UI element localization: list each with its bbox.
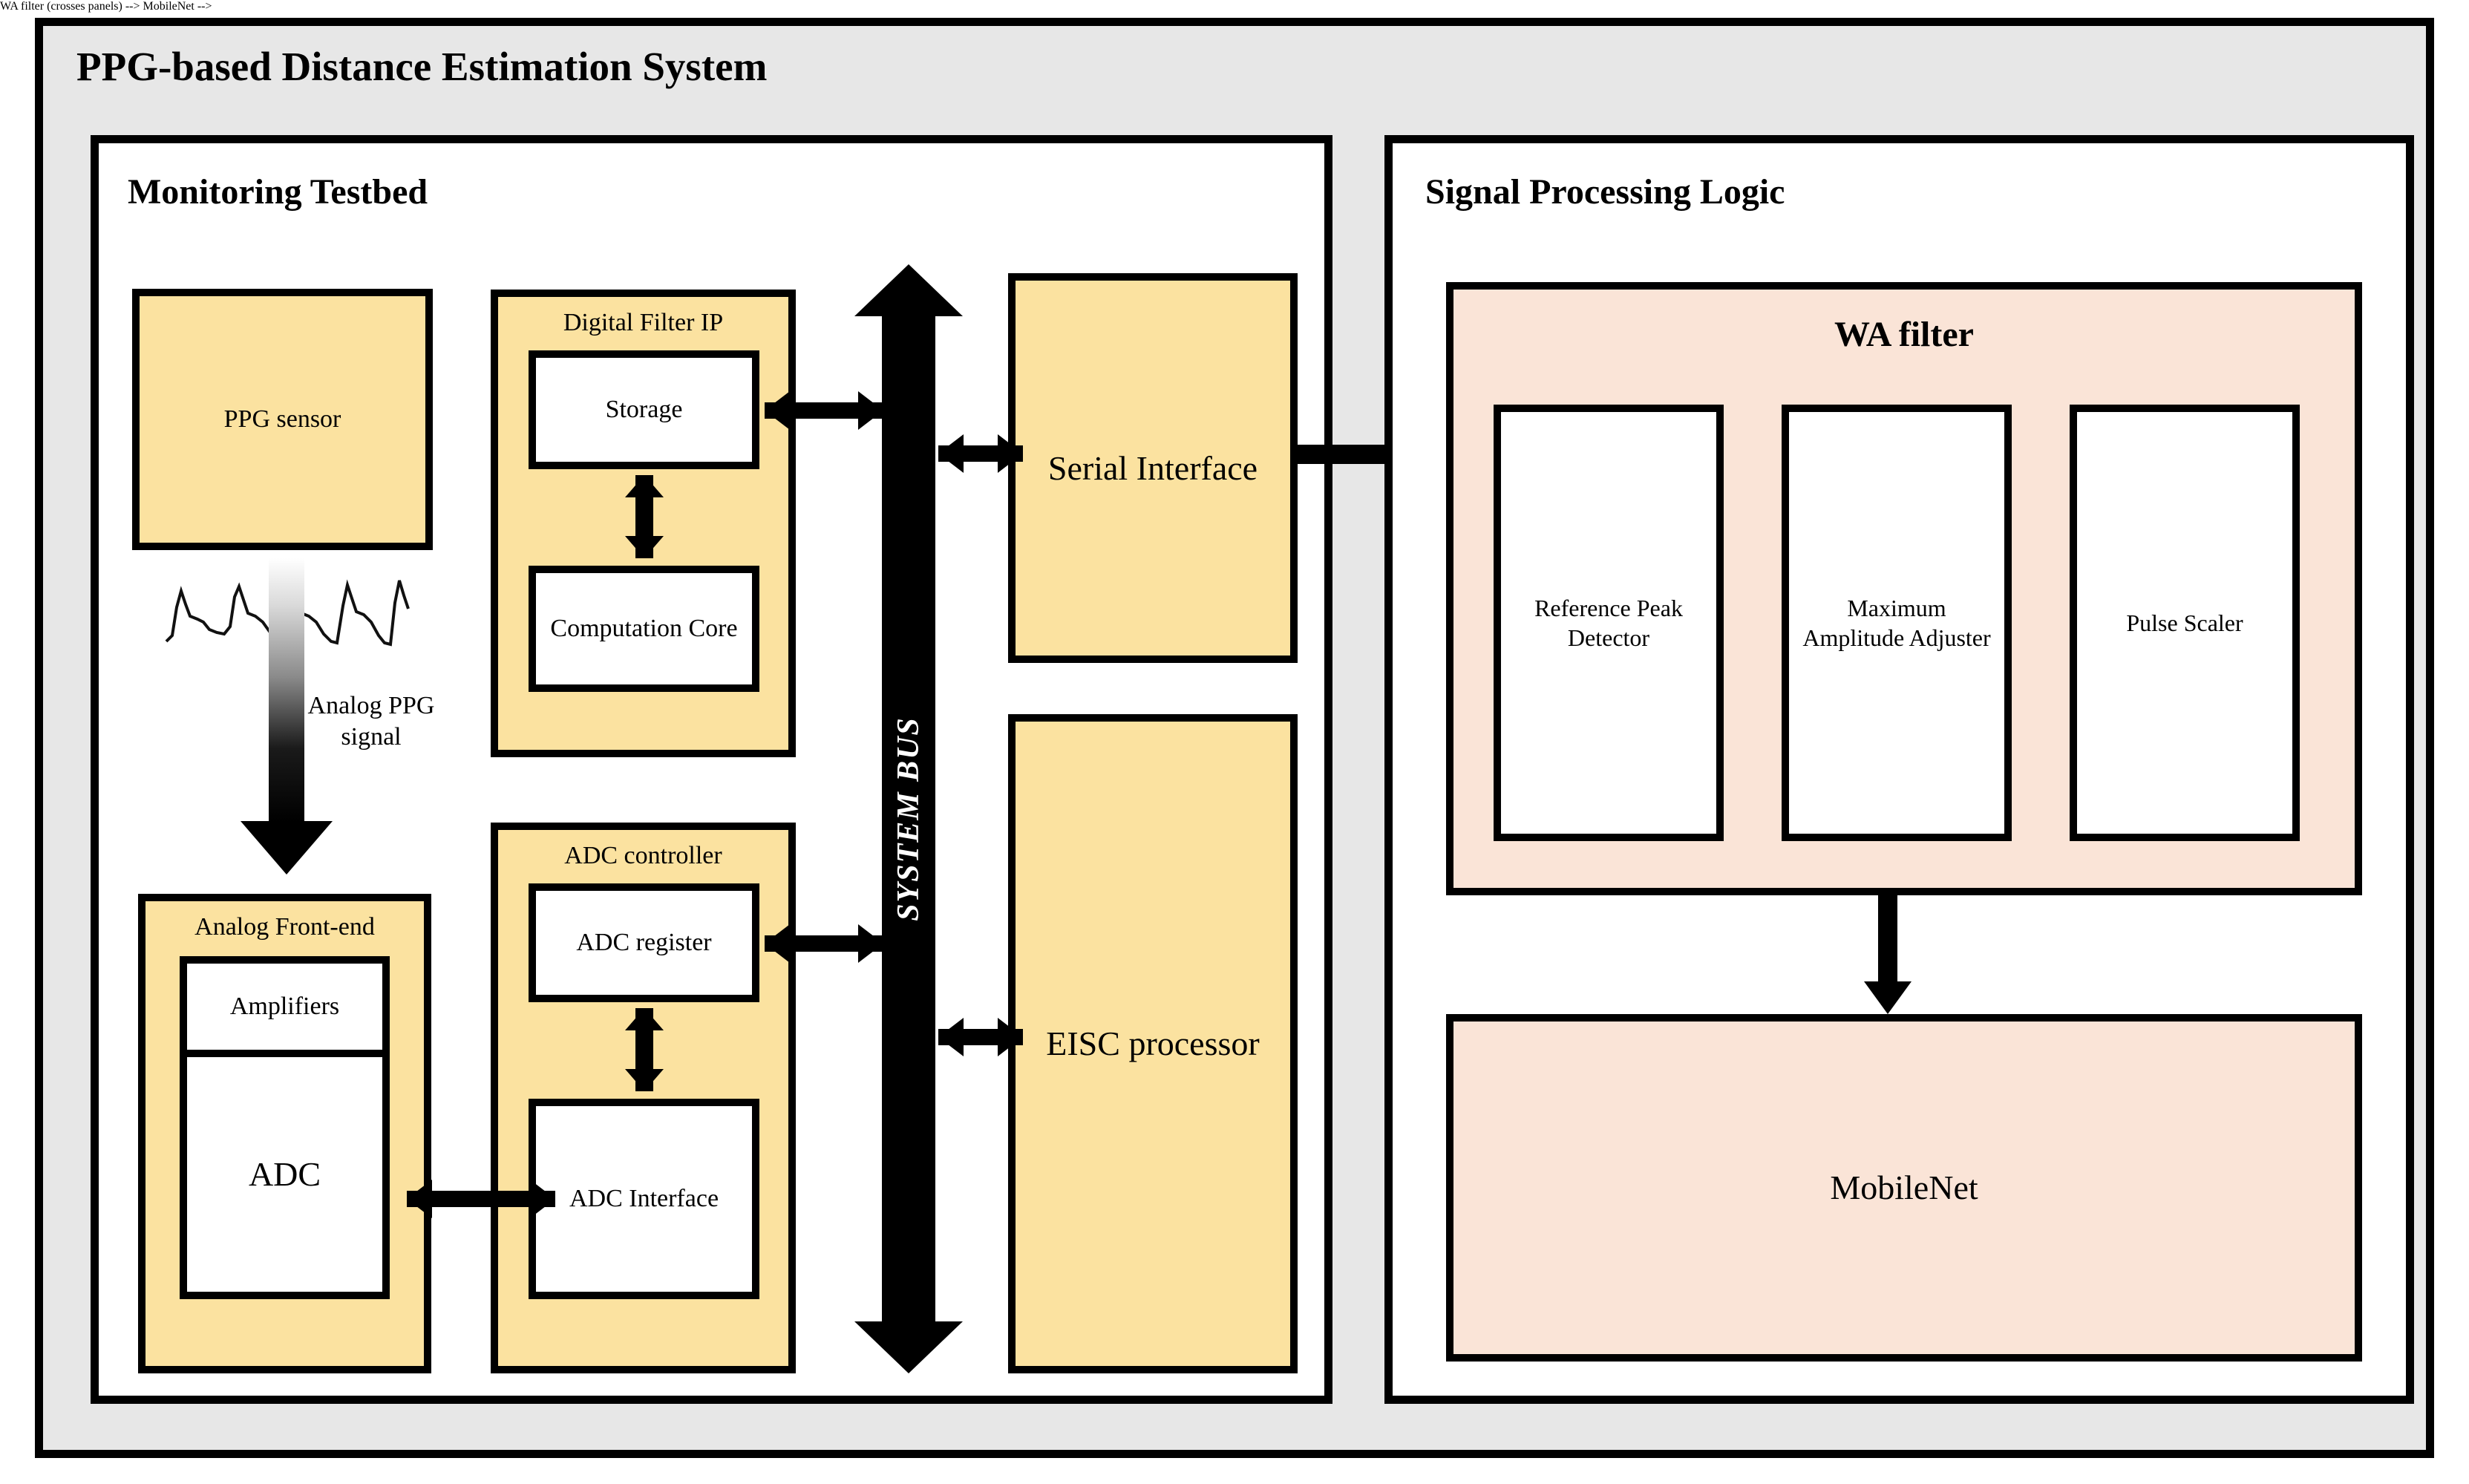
adc-block: ADC xyxy=(180,1050,390,1299)
amplifiers-label: Amplifiers xyxy=(229,993,340,1020)
adc-interface-label: ADC Interface xyxy=(569,1185,719,1212)
wafilter-to-mobilenet-arrow xyxy=(1862,895,1914,1014)
mobilenet-block: MobileNet xyxy=(1446,1014,2362,1362)
system-bus: SYSTEM BUS xyxy=(854,264,963,1373)
storage-computation-arrow xyxy=(622,475,667,558)
system-bus-label: SYSTEM BUS xyxy=(892,716,926,921)
adc-controller-label: ADC controller xyxy=(564,842,722,869)
adc-interface-block: ADC Interface xyxy=(529,1099,759,1299)
amplifiers-block: Amplifiers xyxy=(180,956,390,1057)
mobilenet-label: MobileNet xyxy=(1830,1168,1978,1206)
analog-signal-arrow xyxy=(239,558,334,875)
serial-interface-label: Serial Interface xyxy=(1047,448,1258,487)
eisc-processor-label: EISC processor xyxy=(1046,1024,1260,1062)
analog-ppg-signal-label: Analog PPG signal xyxy=(307,692,435,751)
storage-label: Storage xyxy=(605,396,683,423)
adc-label: ADC xyxy=(248,1155,321,1193)
computation-core-block: Computation Core xyxy=(529,566,759,692)
ppg-sensor-block: PPG sensor xyxy=(132,289,433,550)
eisc-processor-block: EISC processor xyxy=(1008,714,1298,1373)
pulse-scaler-block: Pulse Scaler xyxy=(2070,405,2300,841)
maximum-amplitude-adjuster-block: Maximum Amplitude Adjuster xyxy=(1782,405,2012,841)
monitoring-testbed-title: Monitoring Testbed xyxy=(128,172,428,212)
bus-serial-arrow xyxy=(938,434,1023,474)
adc-register-interface-arrow xyxy=(622,1008,667,1091)
adc-register-block: ADC register xyxy=(529,883,759,1002)
serial-interface-block: Serial Interface xyxy=(1008,273,1298,663)
ppg-sensor-label: PPG sensor xyxy=(223,405,341,433)
pulse-scaler-label: Pulse Scaler xyxy=(2126,609,2243,636)
reference-peak-detector-block: Reference Peak Detector xyxy=(1494,405,1724,841)
storage-block: Storage xyxy=(529,350,759,469)
signal-processing-title: Signal Processing Logic xyxy=(1425,172,1785,212)
computation-core-label: Computation Core xyxy=(550,615,738,642)
adc-register-label: ADC register xyxy=(576,929,712,956)
wa-filter-label: WA filter xyxy=(1834,315,1974,354)
storage-bus-arrow xyxy=(765,390,883,431)
digital-filter-ip-label: Digital Filter IP xyxy=(563,309,724,336)
maximum-amplitude-adjuster-label: Maximum Amplitude Adjuster xyxy=(1802,595,1991,651)
system-title: PPG-based Distance Estimation System xyxy=(76,44,768,89)
adc-interface-link-arrow xyxy=(407,1179,555,1219)
analog-front-end-label: Analog Front-end xyxy=(194,913,375,941)
bus-eisc-arrow xyxy=(938,1017,1023,1057)
adc-register-bus-arrow xyxy=(765,924,883,964)
reference-peak-detector-label: Reference Peak Detector xyxy=(1534,595,1683,651)
